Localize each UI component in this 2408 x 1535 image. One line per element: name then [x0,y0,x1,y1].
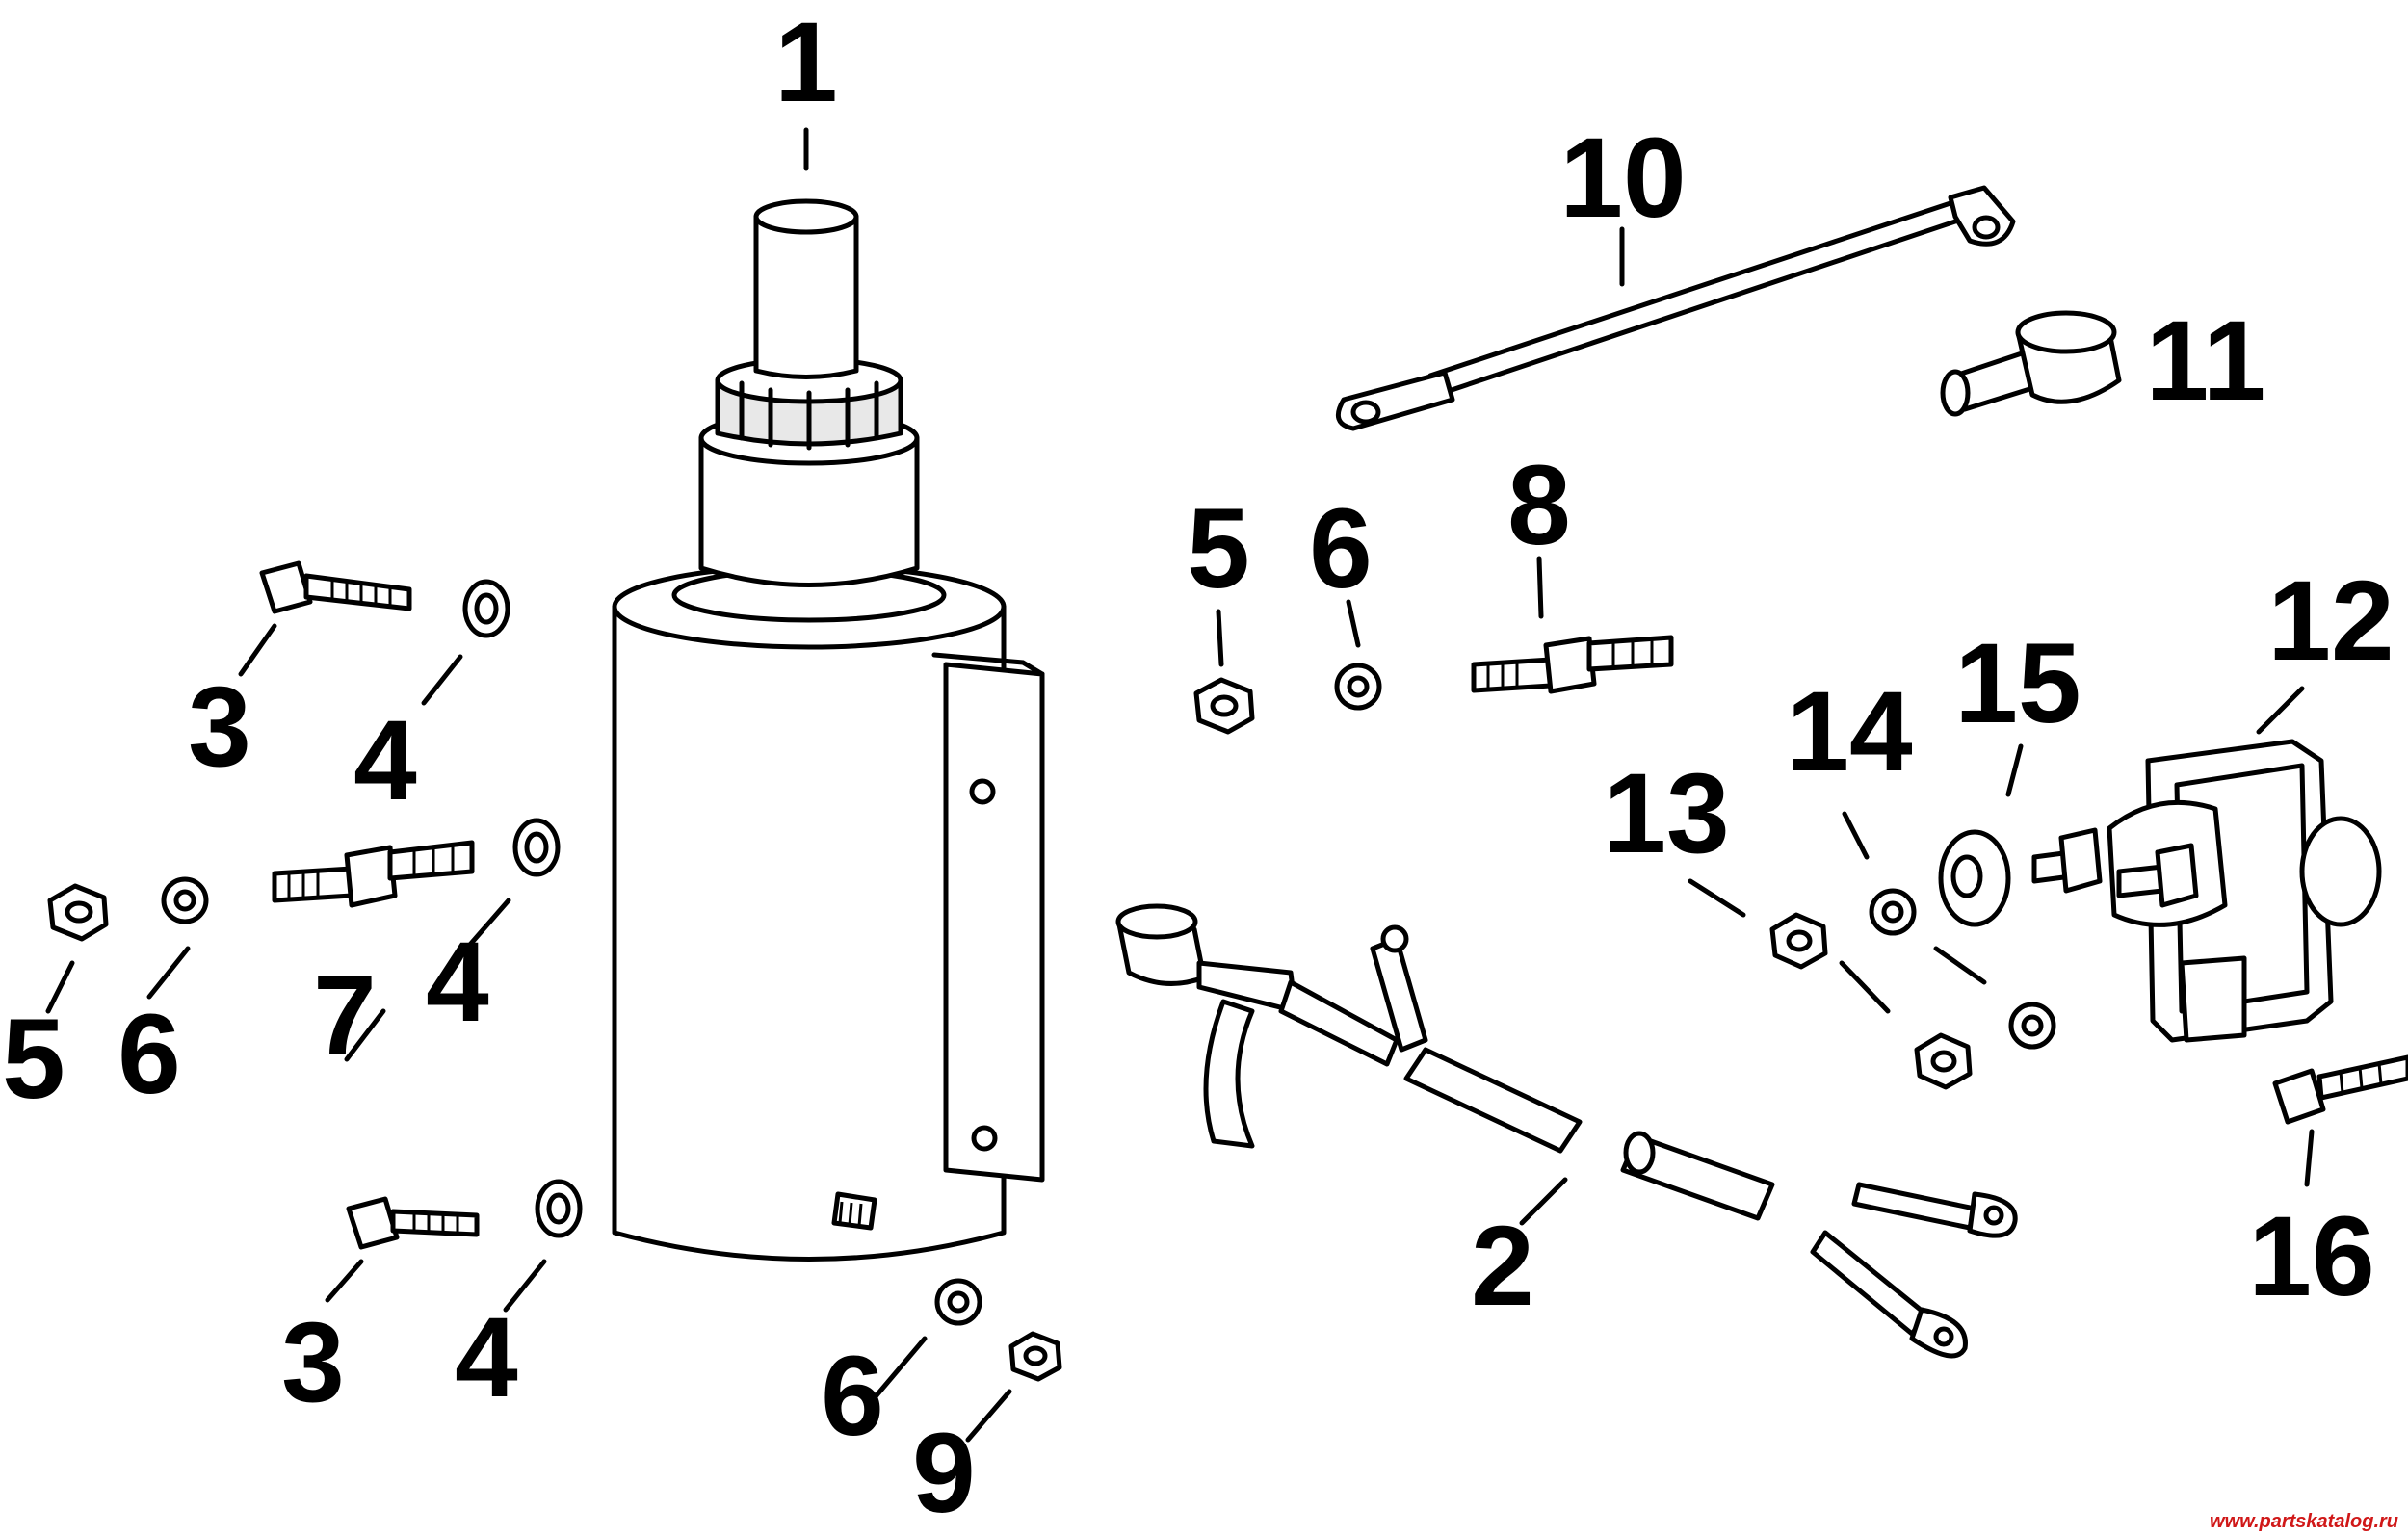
label-part-4-upper: 4 [353,697,417,824]
label-part-2: 2 [1471,1203,1534,1330]
part-14-lock-washer-upper [1869,888,1917,936]
part-3-bolt-upper [259,560,412,614]
part-3-bolt-lower [346,1196,480,1250]
label-part-12: 12 [2267,558,2394,685]
part-5-nut-left [47,883,109,942]
part-10-battery-cable [1335,185,2016,431]
part-12-solenoid [2031,686,2382,1043]
part-4-washer-lower [535,1179,583,1238]
label-part-1: 1 [774,0,838,126]
part-13-nut-upper [1769,912,1828,970]
part-9-nut [1008,1331,1062,1382]
part-4-washer-middle [512,818,561,877]
part-2-cable-harness [1115,903,2018,1359]
part-11-terminal-boot [1940,310,2122,417]
part-7-stud [272,840,475,908]
label-part-4-middle: 4 [426,919,489,1046]
label-part-3-lower: 3 [281,1299,345,1426]
part-6-lock-washer-left [161,876,209,924]
part-6-lock-washer-bottom [934,1278,982,1326]
part-15-washer [1938,829,2011,927]
part-16-bolt [2272,1054,2408,1125]
label-part-10: 10 [1559,115,1686,242]
label-part-9: 9 [912,1410,976,1535]
part-14-lock-washer-lower [2008,1002,2056,1050]
label-part-16: 16 [2248,1193,2374,1320]
leader-lines [45,127,2315,1443]
label-part-8: 8 [1507,442,1571,569]
label-part-6-left: 6 [118,991,181,1118]
part-4-washer-upper [462,579,510,638]
label-part-14: 14 [1786,668,1912,795]
label-part-7: 7 [313,952,377,1080]
label-part-13: 13 [1603,750,1729,877]
label-part-6-bottom: 6 [821,1333,884,1460]
part-8-stud [1471,635,1674,694]
label-part-3-upper: 3 [188,663,251,791]
watermark: www.partskatalog.ru [2210,1511,2398,1532]
part-13-nut-lower [1914,1032,1973,1090]
part-1-starter-motor [612,198,1045,1262]
label-part-5-left: 5 [2,996,65,1123]
part-6-lock-washer-middle [1334,663,1382,711]
part-5-nut-right [1193,677,1255,735]
label-part-4-lower: 4 [455,1294,518,1421]
label-part-11: 11 [2146,298,2266,425]
label-part-6-middle: 6 [1309,485,1373,612]
label-part-5-right: 5 [1187,485,1250,612]
label-part-15: 15 [1954,620,2081,747]
